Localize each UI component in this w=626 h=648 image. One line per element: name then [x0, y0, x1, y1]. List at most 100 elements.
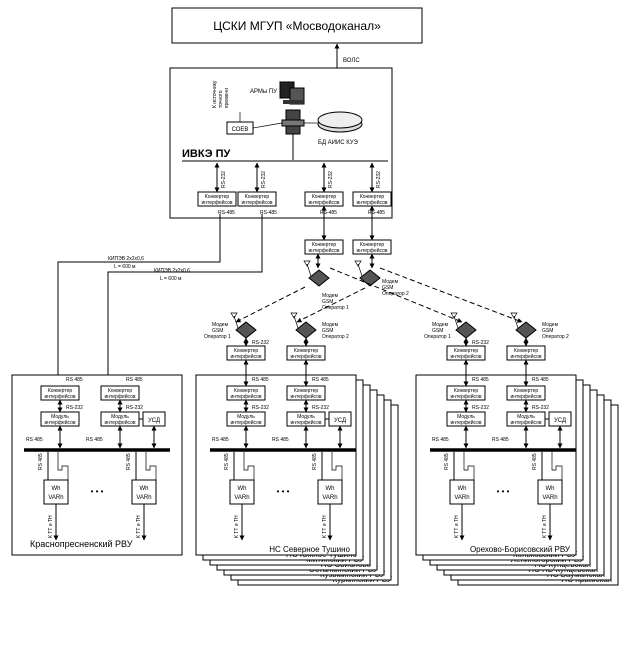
- converter-label-2: интерфейсов: [308, 247, 339, 254]
- module-label-2: интерфейсов: [44, 419, 75, 426]
- meter-wh: Wh: [52, 486, 61, 492]
- meter-wh: Wh: [458, 486, 467, 492]
- middle-group-modem-1-l2: GSM: [212, 328, 223, 334]
- modem-icon: [295, 321, 317, 339]
- gsm-link-1: [235, 286, 306, 323]
- converter-label-2: интерфейсов: [510, 353, 541, 360]
- right-group-modem-2-l1: Модем: [542, 322, 559, 328]
- left-group-rs485-4: RS 485: [86, 437, 103, 443]
- pulse-link: [331, 452, 343, 480]
- pulse-link: [551, 452, 563, 480]
- center-modem-2-l1: Модем: [382, 279, 399, 285]
- header-title: ЦСКИ МГУП «Мосводоканал»: [213, 19, 381, 33]
- time-source-label-3: времени: [224, 88, 230, 108]
- center-modem-2-l2: GSM: [382, 285, 393, 291]
- middle-group-box-1: [195, 374, 357, 556]
- cable-2-spec: КИПЭВ 2х2х0,6: [154, 268, 190, 274]
- middle-group-rs232-top: RS-232: [252, 340, 269, 346]
- middle-group-modem-2-op: Оператор 2: [322, 334, 349, 340]
- converter-label-1: Конвертер: [360, 194, 385, 200]
- converter-label-1: Конвертер: [108, 388, 133, 394]
- converter-label-1: Конвертер: [48, 388, 73, 394]
- converter-label-2: интерфейсов: [510, 393, 541, 400]
- center-modem-1: [303, 260, 330, 287]
- cable-1-spec: КИПЭВ 2х2х0,6: [108, 256, 144, 262]
- arm-workstation-icon: [279, 81, 305, 105]
- left-group-rs232-1: RS-232: [66, 405, 83, 411]
- converter-box: [304, 239, 344, 255]
- meter-wh: Wh: [546, 486, 555, 492]
- module-label-1: Модуль: [51, 414, 69, 420]
- antenna-icon: [290, 312, 298, 319]
- converter-label-2: интерфейсов: [308, 199, 339, 206]
- converter-label-2: интерфейсов: [230, 353, 261, 360]
- soev-label: СОЕВ: [232, 127, 249, 133]
- converter-label-2: интерфейсов: [104, 393, 135, 400]
- meter-box: [449, 479, 475, 505]
- antenna-icon: [450, 312, 458, 319]
- meter-varh: VARh: [454, 495, 469, 501]
- module-label-2: интерфейсов: [510, 419, 541, 426]
- vols-label: ВОЛС: [343, 58, 360, 64]
- arm-label: АРМы ПУ: [250, 89, 277, 95]
- right-group-name-1: Орехово-Борисовский РВУ: [470, 545, 571, 554]
- rs485-label-3: RS-485: [320, 210, 337, 216]
- converter-label-2: интерфейсов: [290, 353, 321, 360]
- converter-label-1: Конвертер: [294, 348, 319, 354]
- converter-label-2: интерфейсов: [356, 247, 387, 254]
- middle-group-rs485-meter-b: RS 485: [312, 453, 318, 470]
- meter-varh: VARh: [234, 495, 249, 501]
- center-modem-2: [354, 260, 381, 287]
- middle-group-rs485-3: RS 485: [212, 437, 229, 443]
- right-group-modem-1-l2: GSM: [432, 328, 443, 334]
- antenna-icon: [354, 260, 362, 267]
- modem-icon: [515, 321, 537, 339]
- converter-label-2: интерфейсов: [201, 199, 232, 206]
- left-group-rs232-2: RS-232: [126, 405, 143, 411]
- cable-2-length: L = 600 м: [160, 276, 182, 282]
- right-group-rs485-4: RS 485: [492, 437, 509, 443]
- antenna-icon: [510, 312, 518, 319]
- cable-line-2: [105, 214, 263, 385]
- center-modem-1-l2: GSM: [322, 299, 333, 305]
- right-group-modem-2-l2: GSM: [542, 328, 553, 334]
- right-group-modem-1-op: Оператор 1: [424, 334, 451, 340]
- right-group-rs485-3: RS 485: [432, 437, 449, 443]
- middle-group-rs232-1: RS-232: [252, 405, 269, 411]
- converter-label-2: интерфейсов: [290, 393, 321, 400]
- left-group-rs485-2: RS 485: [126, 377, 143, 383]
- left-group-ellipsis: • • •: [91, 487, 104, 496]
- meter-varh: VARh: [322, 495, 337, 501]
- middle-group-rs485-1: RS 485: [252, 377, 269, 383]
- left-group-ktt-a: К ТТ и ТН: [48, 515, 54, 538]
- module-label-1: Модуль: [111, 414, 129, 420]
- soev-server-link: [252, 122, 283, 129]
- left-group-ktt-b: К ТТ и ТН: [136, 515, 142, 538]
- header-box: [171, 7, 423, 44]
- right-group-rs232-top: RS-232: [472, 340, 489, 346]
- antenna-icon: [230, 312, 238, 319]
- right-group-rs232-1: RS-232: [472, 405, 489, 411]
- rs232-label: RS-232: [376, 171, 382, 188]
- rs485-label-2: RS-485: [260, 210, 277, 216]
- converter-box: [197, 191, 237, 207]
- meter-varh: VARh: [542, 495, 557, 501]
